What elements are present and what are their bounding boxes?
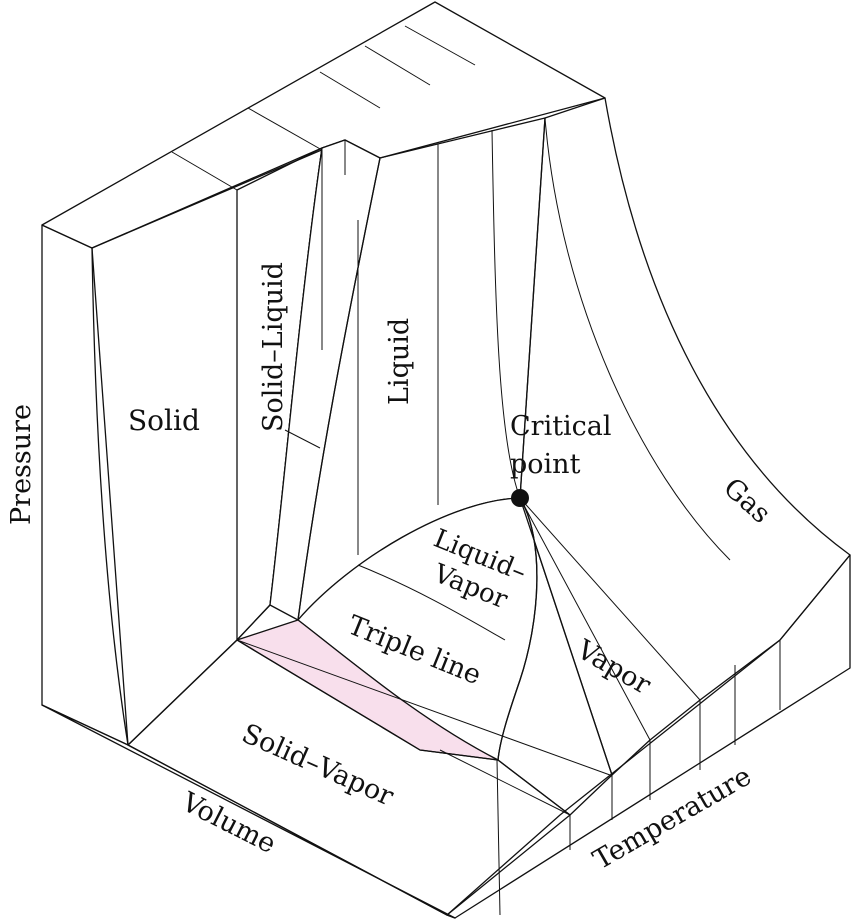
solid-liquid-label: Solid–Liquid: [258, 262, 289, 432]
critical-point-label-line2: point: [510, 449, 581, 480]
gas-label: Gas: [717, 472, 776, 530]
critical-point-marker: [511, 489, 529, 507]
solid-vapor-label: Solid–Vapor: [237, 718, 398, 812]
isotherm-lines: [171, 25, 781, 916]
pressure-axis-label: Pressure: [6, 404, 37, 525]
left-side-face: [41, 224, 129, 746]
critical-point-label-line1: Critical: [510, 411, 612, 442]
liquid-label: Liquid: [384, 318, 415, 405]
volume-axis-label: Volume: [176, 786, 281, 860]
solid-label: Solid: [128, 404, 200, 437]
vapor-surface: [497, 497, 613, 816]
gas-surface: [519, 97, 851, 776]
